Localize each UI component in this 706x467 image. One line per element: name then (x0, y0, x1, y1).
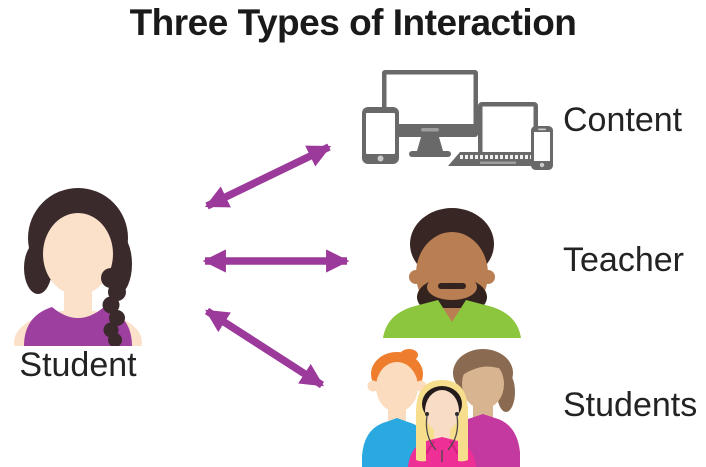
content-figure (352, 62, 562, 187)
student-figure (8, 180, 148, 346)
arrow-student-content (204, 143, 332, 210)
teacher-label: Teacher (563, 241, 684, 279)
page-title: Three Types of Interaction (129, 2, 577, 43)
content-label: Content (563, 101, 683, 139)
man-avatar-icon (383, 208, 521, 338)
arrow-student-students (204, 307, 325, 389)
devices-icon (362, 70, 553, 170)
teacher-figure (377, 200, 527, 338)
students-figure (354, 344, 526, 467)
woman-avatar-icon (14, 188, 142, 346)
people-group-icon (362, 349, 520, 467)
students-label: Students (563, 386, 698, 424)
student-label: Student (19, 346, 137, 384)
